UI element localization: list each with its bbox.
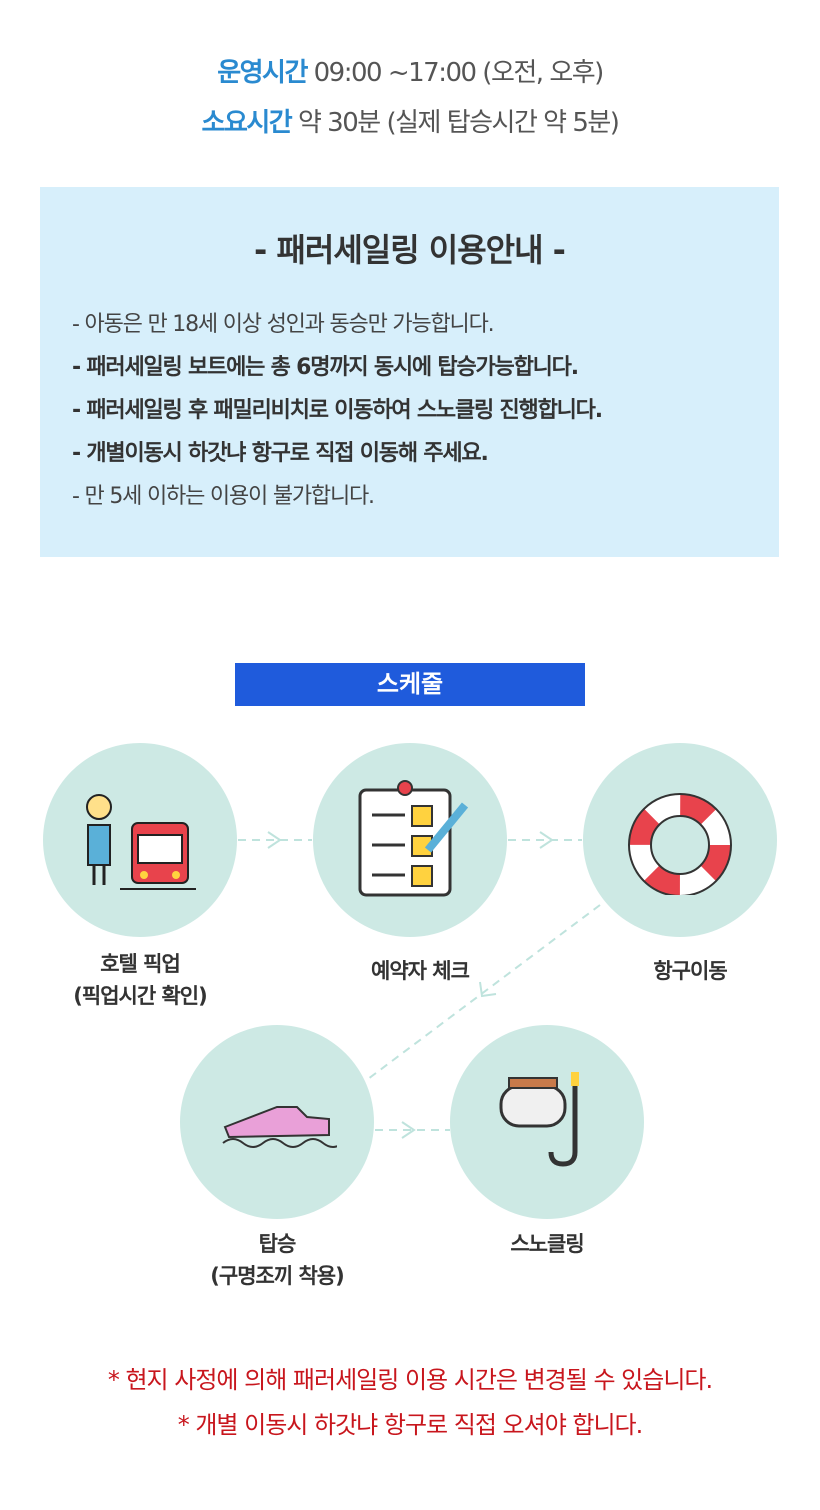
step-label: 탑승(구명조끼 착용) — [210, 1232, 344, 1288]
list-item: - 아동은 만 18세 이상 성인과 동승만 가능합니다. — [72, 312, 495, 337]
lifebuoy-icon — [628, 793, 732, 895]
guide-box: - 패러세일링 이용안내 - - 아동은 만 18세 이상 성인과 동승만 가능… — [40, 187, 779, 557]
guide-title: - 패러세일링 이용안내 - — [254, 231, 566, 269]
jetski-icon — [222, 1106, 337, 1148]
step-boarding — [180, 1025, 374, 1219]
step-reservation-check — [313, 743, 507, 937]
schedule-title: 스케줄 — [235, 663, 585, 706]
list-item: - 개별이동시 하갓냐 항구로 직접 이동해 주세요. — [72, 441, 489, 466]
notice: * 개별 이동시 하갓냐 항구로 직접 오셔야 합니다. — [177, 1411, 644, 1439]
step-label: 항구이동 — [653, 959, 727, 983]
duration: 소요시간 약 30분 (실제 탑승시간 약 5분) — [201, 108, 620, 138]
guide-list: - 아동은 만 18세 이상 성인과 동승만 가능합니다. - 패러세일링 보트… — [72, 311, 603, 526]
step-label: 예약자 체크 — [371, 959, 470, 983]
operating-hours: 운영시간 09:00 ~17:00 (오전, 오후) — [217, 58, 604, 88]
list-item: - 패러세일링 후 패밀리비치로 이동하여 스노클링 진행합니다. — [72, 398, 603, 423]
step-label: 호텔 픽업(픽업시간 확인) — [73, 952, 207, 1008]
notice: * 현지 사정에 의해 패러세일링 이용 시간은 변경될 수 있습니다. — [107, 1366, 713, 1394]
checklist-icon — [358, 780, 469, 897]
list-item: - 만 5세 이하는 이용이 불가합니다. — [72, 484, 375, 509]
step-hotel-pickup — [43, 743, 237, 937]
step-label: 스노클링 — [510, 1232, 584, 1256]
list-item: - 패러세일링 보트에는 총 6명까지 동시에 탑승가능합니다. — [72, 355, 579, 380]
step-snorkeling — [450, 1025, 644, 1219]
snorkel-mask-icon — [499, 1072, 579, 1167]
bus-pickup-icon — [86, 794, 196, 890]
step-port-move — [583, 743, 777, 937]
